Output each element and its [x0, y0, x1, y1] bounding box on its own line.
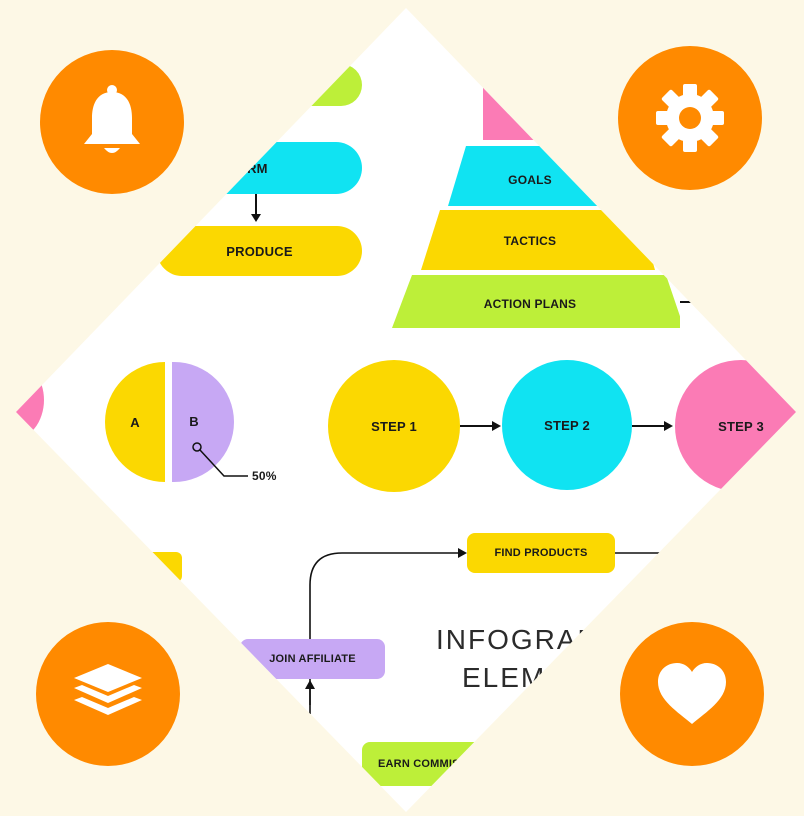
layers-icon	[74, 664, 142, 715]
half-circle-a-label: A	[130, 414, 140, 430]
lime-pill-top	[250, 64, 362, 106]
heart-icon	[658, 663, 726, 724]
earn-commission-box: EARN COMMISIO	[362, 742, 522, 786]
pyramid-level-tactics	[421, 210, 655, 270]
step-3-label: STEP 3	[718, 418, 764, 434]
bell-icon	[84, 85, 140, 153]
earn-commission-label: EARN COMMISIO	[378, 758, 472, 770]
find-products-label: FIND PRODUCTS	[494, 547, 588, 559]
join-affiliate-label: JOIN AFFILIATE	[269, 653, 356, 665]
produce-pill: PRODUCE	[157, 226, 362, 276]
find-products-box: FIND PRODUCTS	[467, 533, 615, 573]
infographic-title-line-2: ELEME	[462, 662, 567, 693]
pyramid-level-vision	[483, 70, 565, 140]
bell-icon-button[interactable]	[40, 50, 184, 194]
pyramid-label-tactics: TACTICS	[503, 234, 557, 248]
affiliate-arrow-up	[305, 680, 315, 714]
infographic-title-line-1: INFOGRAP	[436, 624, 599, 655]
pyramid-level-action-plans	[392, 275, 680, 328]
flow-arrow-down	[251, 194, 261, 222]
pink-circle-partial	[16, 360, 44, 440]
pyramid-label-vision: VI	[514, 109, 526, 123]
pyramid-label-goals: GOALS	[508, 173, 552, 187]
produce-label: PRODUCE	[226, 243, 293, 259]
step-2-circle: STEP 2	[502, 360, 632, 490]
pyramid-label-action-plans: ACTION PLANS	[483, 297, 577, 311]
percent-callout-line	[192, 442, 248, 477]
step-arrow-1	[460, 421, 501, 431]
layers-icon-button[interactable]	[36, 622, 180, 766]
step-1-label: STEP 1	[371, 418, 417, 434]
half-circle-b-label: B	[189, 414, 199, 429]
gear-icon	[656, 84, 724, 152]
heart-icon-button[interactable]	[620, 622, 764, 766]
pyramid-pointer-line	[680, 301, 720, 303]
half-circle-a: A	[105, 362, 165, 482]
step-2-label: STEP 2	[544, 417, 590, 433]
storm-label: STORM	[220, 160, 268, 176]
step-arrow-2	[632, 421, 673, 431]
step-3-circle: STEP 3	[675, 360, 796, 492]
percent-label: 50%	[252, 469, 277, 483]
storm-pill: STORM	[180, 142, 362, 194]
join-affiliate-box: JOIN AFFILIATE	[240, 639, 385, 679]
step-1-circle: STEP 1	[328, 360, 460, 492]
gear-icon-button[interactable]	[618, 46, 762, 190]
yellow-block-partial	[150, 552, 182, 582]
